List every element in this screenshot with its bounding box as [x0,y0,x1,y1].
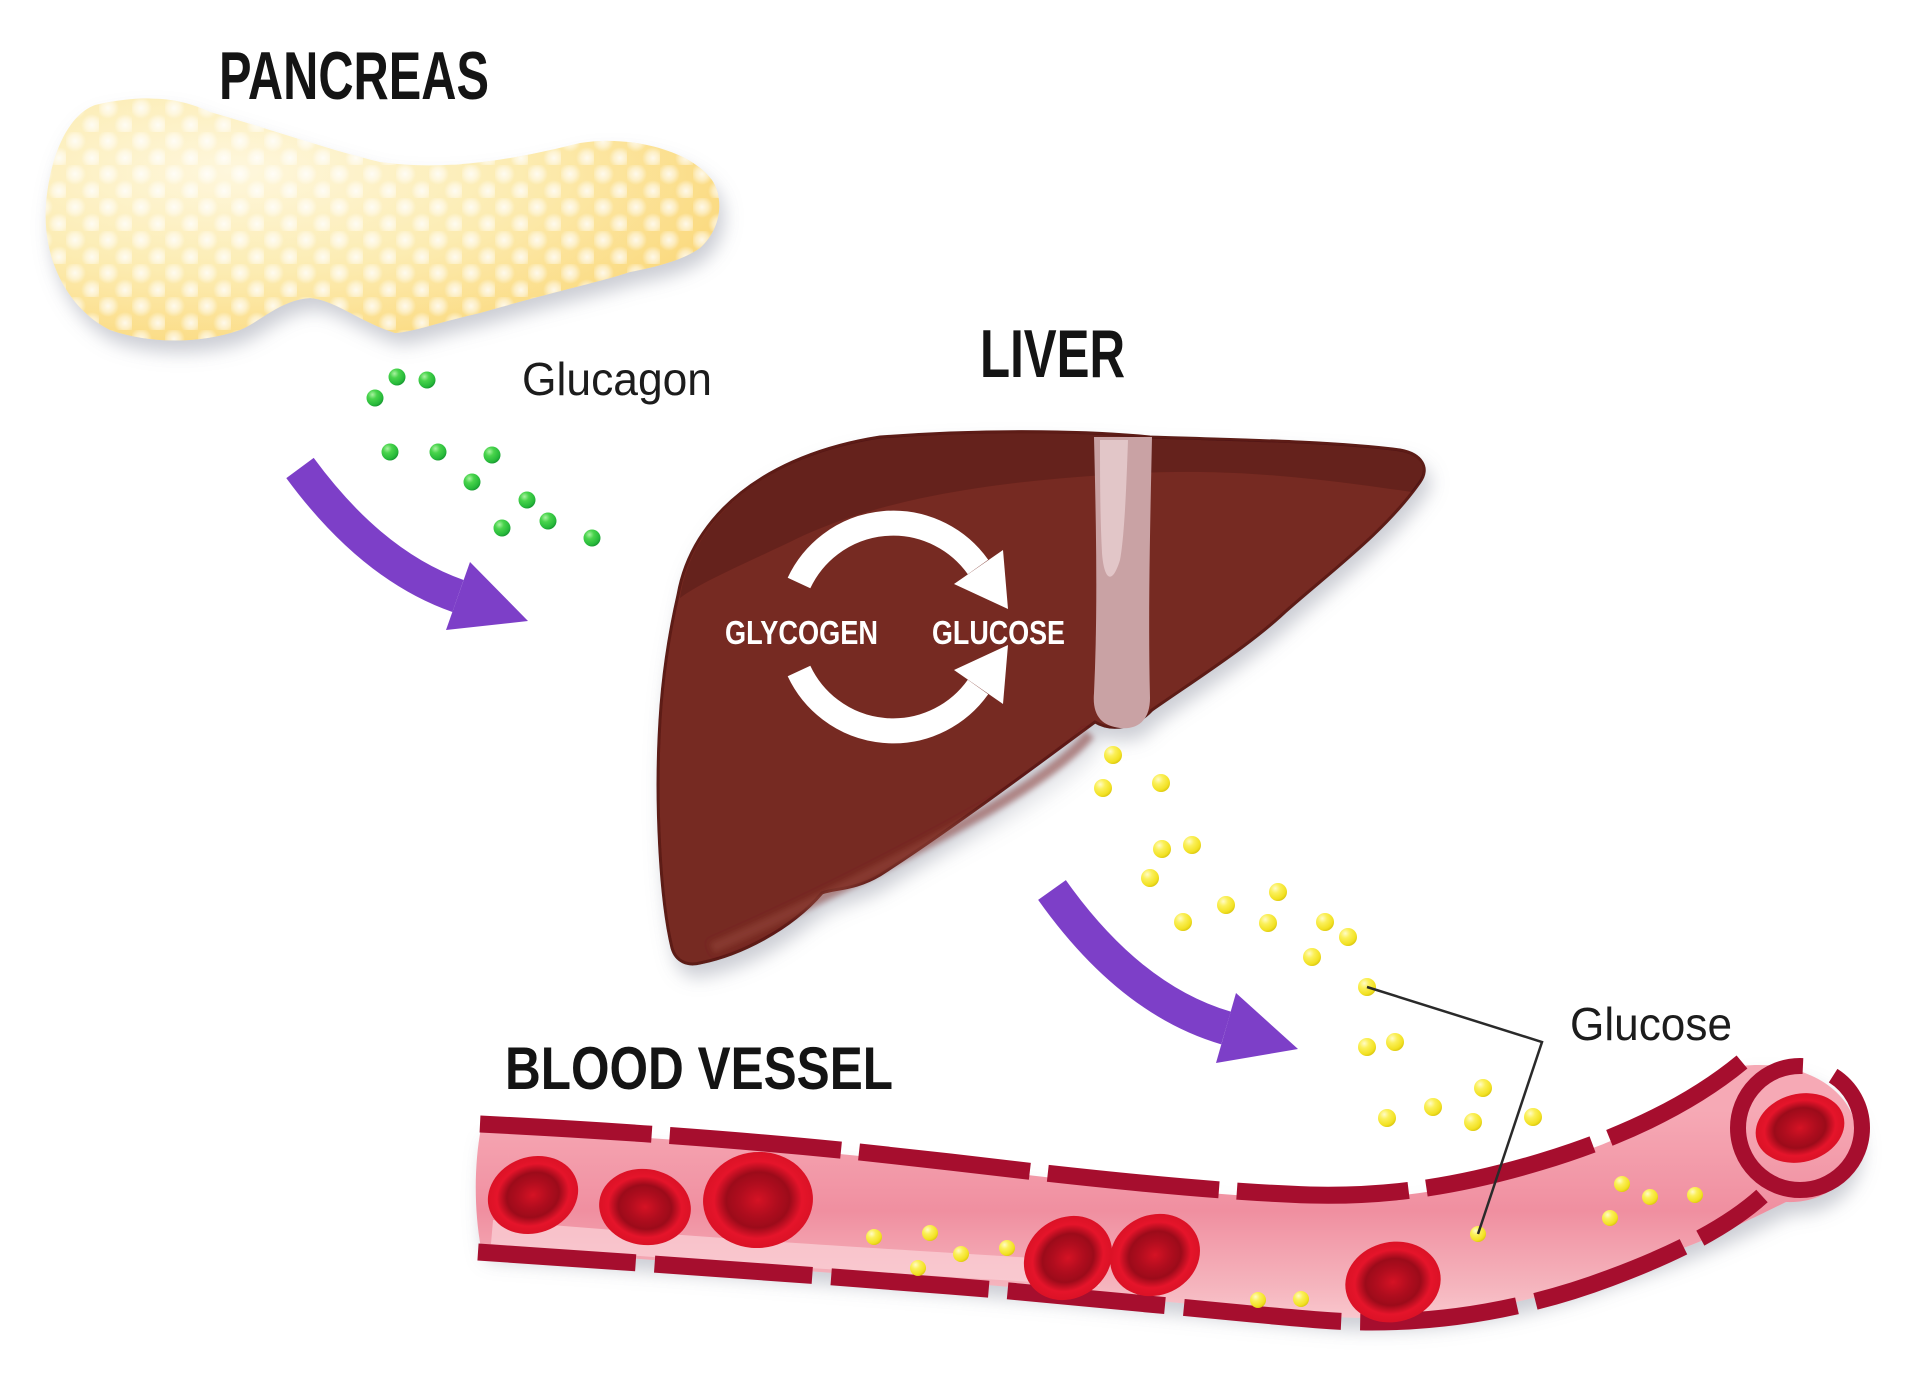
liver-shape [656,430,1426,966]
glucagon-molecule-dot [463,473,481,491]
glucose-molecule-dot [1269,883,1287,901]
glucose-molecule-dot [1378,1109,1396,1127]
glucagon-molecule-dot [539,512,557,530]
vessel-wall-bottom [477,1189,1768,1331]
glucose-molecule-dot [1217,896,1235,914]
glycogen-text: GLYCOGEN [725,614,878,651]
glucagon-molecule-dot [418,371,436,389]
glucose-molecule-dot [1174,913,1192,931]
glucose-label: Glucose [1570,998,1732,1050]
glucose-molecule-dot [1259,914,1277,932]
cycle-lower-arc [787,665,989,744]
glucose-molecule-dot [1183,836,1201,854]
vessel-wall-top [479,1055,1748,1204]
glucagon-molecule-dot [429,443,447,461]
pancreas-organ [45,98,720,341]
glucose-molecule-dot [866,1229,882,1245]
glucagon-molecule-dot [483,446,501,464]
glycogen-glucose-cycle: GLYCOGEN GLUCOSE [725,510,1065,744]
glucose-molecule-dot [1339,928,1357,946]
glucose-cycle-text: GLUCOSE [932,614,1065,651]
red-blood-cell [1023,1215,1113,1301]
glucose-free-dots [1094,746,1542,1131]
cycle-upper-arrowhead [954,550,1008,609]
glucose-pointer-line [1366,985,1544,1235]
red-blood-cell [703,1151,813,1249]
red-blood-cell [487,1155,579,1235]
red-blood-cell [1345,1241,1441,1323]
glucose-molecule-dot [1358,1038,1376,1056]
glucagon-molecule-dot [366,389,384,407]
glucagon-molecule-dot [388,368,406,386]
pancreas-label: PANCREAS [219,38,489,114]
red-blood-cells [487,1093,1845,1323]
red-blood-cell [1110,1213,1200,1297]
cycle-upper-arc [787,510,989,589]
vessel-lumen-bottom-sheen [490,1220,1101,1286]
glucose-molecule-dot [1250,1292,1266,1308]
glucose-molecule-dot [1464,1113,1482,1131]
red-blood-cell [599,1168,691,1246]
glucose-molecule-dot [922,1225,938,1241]
glucose-molecule-dot [1153,840,1171,858]
glucagon-dots [366,368,601,547]
blood-vessel [475,1055,1870,1331]
liver-organ [656,430,1426,966]
glucose-molecule-dot [1524,1108,1542,1126]
glucose-molecule-dot [1094,779,1112,797]
glucose-molecule-dot [1152,774,1170,792]
glucagon-molecule-dot [493,519,511,537]
glucose-molecule-dot [1614,1176,1630,1192]
liver-top-shading [680,433,1424,598]
vessel-end-cap-ring [1730,1058,1870,1198]
falciform-ligament-highlight [1100,440,1128,577]
glucose-molecule-dot [999,1240,1015,1256]
glucagon-label: Glucagon [522,353,712,405]
glucose-molecule-dot [1141,869,1159,887]
red-blood-cell [1755,1093,1845,1163]
glucagon-molecule-dot [381,443,399,461]
glucose-molecule-dot [1293,1291,1309,1307]
liver-lower-highlight [709,730,1095,954]
glucose-molecule-dot [1104,746,1122,764]
glucagon-flow-arrow [286,457,528,630]
glucagon-molecule-dot [583,529,601,547]
glucose-molecule-dot [953,1246,969,1262]
glucose-molecule-dot [910,1260,926,1276]
glucose-molecule-dot [1386,1033,1404,1051]
liver-label: LIVER [980,316,1125,392]
glucose-molecule-dot [1316,913,1334,931]
glucagon-molecule-dot [518,491,536,509]
glucose-release-arrow [1038,880,1298,1063]
glucose-molecule-dot [1424,1098,1442,1116]
pancreas-texture [45,98,720,341]
glucose-molecule-dot [1642,1189,1658,1205]
glucose-molecule-dot [1687,1187,1703,1203]
cycle-lower-arrowhead [954,645,1008,704]
glucose-molecule-dot [1303,948,1321,966]
blood-vessel-label: BLOOD VESSEL [505,1035,893,1102]
glucose-molecule-dot [1474,1079,1492,1097]
glucose-vessel-dots [866,1176,1703,1308]
glucose-molecule-dot [1602,1210,1618,1226]
